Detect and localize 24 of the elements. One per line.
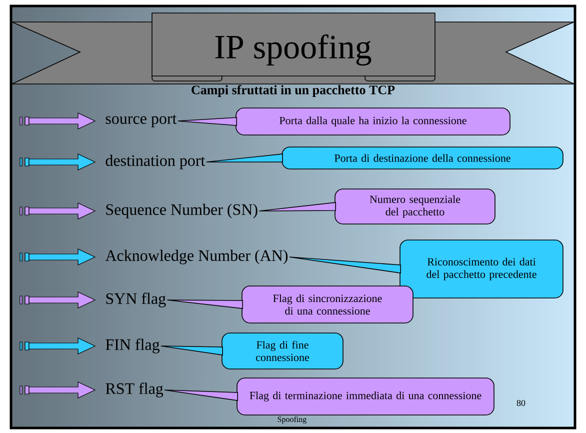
callout-pointer <box>178 117 237 126</box>
callout-box: Porta di destinazione della connessione <box>282 146 564 170</box>
field-label: Acknowledge Number (AN) <box>105 250 288 264</box>
field-label: source port <box>106 114 177 128</box>
field-label: SYN flag <box>106 292 166 308</box>
title: IP spoofing <box>215 34 372 66</box>
callout-pointer <box>206 154 283 162</box>
callout-pointer <box>289 256 401 274</box>
callout-box: Porta dalla quale ha inizio la connessione <box>236 108 510 136</box>
callout-box: Riconoscimento dei dati del pacchetto precedente <box>400 240 564 298</box>
field-label: RST flag <box>106 382 164 398</box>
callout-pointer <box>166 300 243 309</box>
callout-box: Numero sequenziale del pacchetto <box>334 188 496 224</box>
callout-pointer <box>160 346 223 356</box>
callout-box: Flag di terminazione immediata di una connessione <box>236 378 494 416</box>
callout-box: Flag di sincronizzazione di una connessione <box>242 286 414 324</box>
field-label: FIN flag <box>106 338 160 354</box>
callout-pointer <box>164 390 238 401</box>
field-label: Sequence Number (SN) <box>106 204 258 218</box>
subtitle: Campi sfruttati in un pacchetto TCP <box>192 85 395 97</box>
callout-pointer <box>258 202 336 212</box>
field-label: destination port <box>106 154 206 170</box>
page-number: 80 <box>516 400 526 406</box>
callout-box: Flag di fine connessione <box>222 332 344 370</box>
